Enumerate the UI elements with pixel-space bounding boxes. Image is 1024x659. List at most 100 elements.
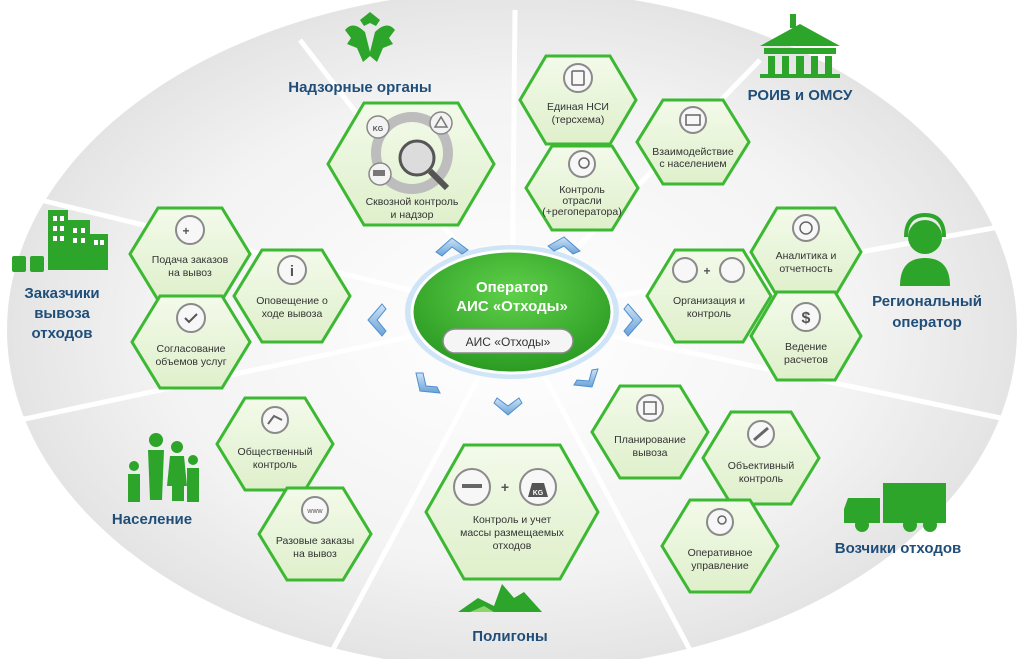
dollar-glyph: $	[802, 310, 811, 327]
arrow-right-icon	[623, 303, 643, 337]
hex-label-line: расчетов	[784, 354, 828, 366]
location-icon	[706, 508, 734, 536]
hex-label-line: и надзор	[391, 209, 434, 221]
hex-obektivny-kontrol[interactable]: Объективный контроль	[701, 410, 821, 506]
hex-label-line: с населением	[659, 158, 726, 170]
check-magnifier-icon	[568, 150, 596, 178]
trash-bin-icon	[12, 256, 26, 272]
info-glyph: i	[290, 263, 294, 280]
recycle-ring-icon	[371, 112, 453, 194]
hex-obshestvenny-kontrol[interactable]: Общественный контроль	[215, 396, 335, 492]
hex-opoveshenie[interactable]: i Оповещение о ходе вывоза	[232, 248, 352, 344]
hex-label-line: Оперативное	[688, 547, 753, 559]
hex-analitika[interactable]: Аналитика и отчетность	[749, 206, 863, 298]
hex-label-line: Контроль и учет	[473, 514, 552, 526]
envelope-icon	[679, 106, 707, 134]
government-building-icon	[760, 14, 840, 78]
hex-label-line: Согласование	[157, 343, 226, 355]
www-icon	[301, 496, 329, 524]
plus-glyph: +	[703, 264, 710, 278]
kg-label: KG	[533, 490, 544, 497]
coat-of-arms-icon	[345, 12, 395, 62]
center-badge-text: АИС «Отходы»	[466, 335, 551, 349]
group-reg-operator-label-1: Региональный	[872, 293, 982, 310]
hex-label-line: отчетность	[779, 263, 833, 275]
hex-vzaimodeistvie[interactable]: Взаимодействие с населением	[635, 98, 751, 186]
plus-glyph: +	[501, 479, 509, 495]
hex-label-line: управление	[691, 560, 749, 572]
kg-label: KG	[373, 126, 384, 133]
hex-label-line: Единая НСИ	[547, 101, 609, 113]
group-vozchiki-label: Возчики отходов	[835, 540, 961, 557]
center-badge	[442, 328, 574, 354]
garbage-truck-icon	[844, 483, 946, 532]
group-roiv-label: РОИВ и ОМСУ	[748, 87, 853, 104]
family-icon	[128, 433, 199, 502]
hex-podacha-zakazov[interactable]: + Подача заказов на вывоз	[128, 206, 252, 302]
arrow-down-left-icon	[415, 372, 441, 394]
hex-label-line: (терсхема)	[552, 114, 605, 126]
group-poligony-label: Полигоны	[472, 628, 547, 645]
hex-raschety[interactable]: $ Ведение расчетов	[749, 290, 863, 382]
hex-operativnoe[interactable]: Оперативное управление	[660, 498, 780, 594]
hex-label-line: Подача заказов	[152, 254, 229, 266]
public-control-icon	[261, 406, 289, 434]
landfill-icon	[458, 584, 542, 612]
group-reg-operator-label-2: оператор	[892, 314, 962, 331]
hex-label-line: Организация и	[673, 295, 745, 307]
hex-label-line: Разовые заказы	[276, 535, 354, 547]
hex-razovye-zakazy[interactable]: www Разовые заказы на вывоз	[257, 486, 373, 582]
arrow-down-right-icon	[573, 368, 599, 388]
hex-label-line: Сквозной контроль	[366, 196, 459, 208]
hex-label-line: Общественный	[238, 446, 313, 458]
hex-label-line: Объективный	[728, 460, 795, 472]
hex-label-line: (+регоператора)	[542, 206, 621, 218]
arrow-left-icon	[367, 303, 387, 337]
hex-label-line: Контроль	[559, 184, 605, 196]
hex-label-line: Ведение	[785, 341, 827, 353]
group-nadzor-label: Надзорные органы	[288, 79, 431, 96]
arrow-down-icon	[493, 397, 523, 416]
info-icon	[277, 255, 307, 285]
www-glyph: www	[306, 508, 323, 515]
hex-kontrol-massy[interactable]: + KG Контроль и учет массы размещаемых о…	[424, 443, 600, 581]
hex-organizaciya[interactable]: + Организация и контроль	[645, 248, 773, 344]
hex-label-line: контроль	[253, 459, 298, 471]
checklist-icon	[176, 303, 206, 333]
arrow-up-right-icon	[547, 236, 581, 255]
dollar-icon	[791, 302, 821, 332]
analytics-icon	[792, 214, 820, 242]
magnifier-handle	[427, 168, 450, 191]
magnifier-icon	[398, 139, 436, 177]
hex-kontrol-otrasli[interactable]: Контроль отрасли (+регоператора)	[524, 144, 640, 232]
hex-label-line: массы размещаемых	[460, 527, 565, 539]
group-zakazchiki-label-3: отходов	[32, 325, 93, 342]
trash-bin-icon	[30, 256, 44, 272]
hex-label-line: отрасли	[562, 195, 601, 207]
hex-label-line: на вывоз	[168, 267, 212, 279]
hex-skvoznoy-kontrol[interactable]: KG Сквозной контроль и надзор	[326, 101, 496, 227]
add-order-icon	[175, 215, 205, 245]
center-title-line2: АИС «Отходы»	[456, 298, 568, 315]
arrow-up-left-icon	[435, 237, 469, 257]
center-operator[interactable]: Оператор АИС «Отходы» АИС «Отходы»	[405, 245, 619, 379]
hex-label-line: Аналитика и	[776, 250, 837, 262]
hex-label-line: на вывоз	[293, 548, 337, 560]
hex-label-line: объемов услуг	[155, 356, 226, 368]
truck-search-icon	[719, 257, 745, 283]
group-zakazchiki-label-1: Заказчики	[24, 285, 99, 302]
hex-planirovanie[interactable]: Планирование вывоза	[590, 384, 710, 480]
hex-edinaya-nsi[interactable]: Единая НСИ (терсхема)	[518, 54, 638, 146]
weight-icon	[366, 115, 390, 139]
hex-label-line: отходов	[493, 540, 532, 552]
hex-label-line: Оповещение о	[256, 295, 328, 307]
hex-label-line: Взаимодействие	[652, 146, 734, 158]
center-title-line1: Оператор	[476, 279, 548, 296]
group-zakazchiki-label-2: вывоза	[34, 305, 90, 322]
database-icon	[563, 63, 593, 93]
hex-label-line: контроль	[687, 308, 732, 320]
hex-label-line: контроль	[739, 473, 784, 485]
hex-soglasovanie[interactable]: Согласование объемов услуг	[130, 294, 252, 390]
hex-label-line: ходе вывоза	[262, 308, 323, 320]
